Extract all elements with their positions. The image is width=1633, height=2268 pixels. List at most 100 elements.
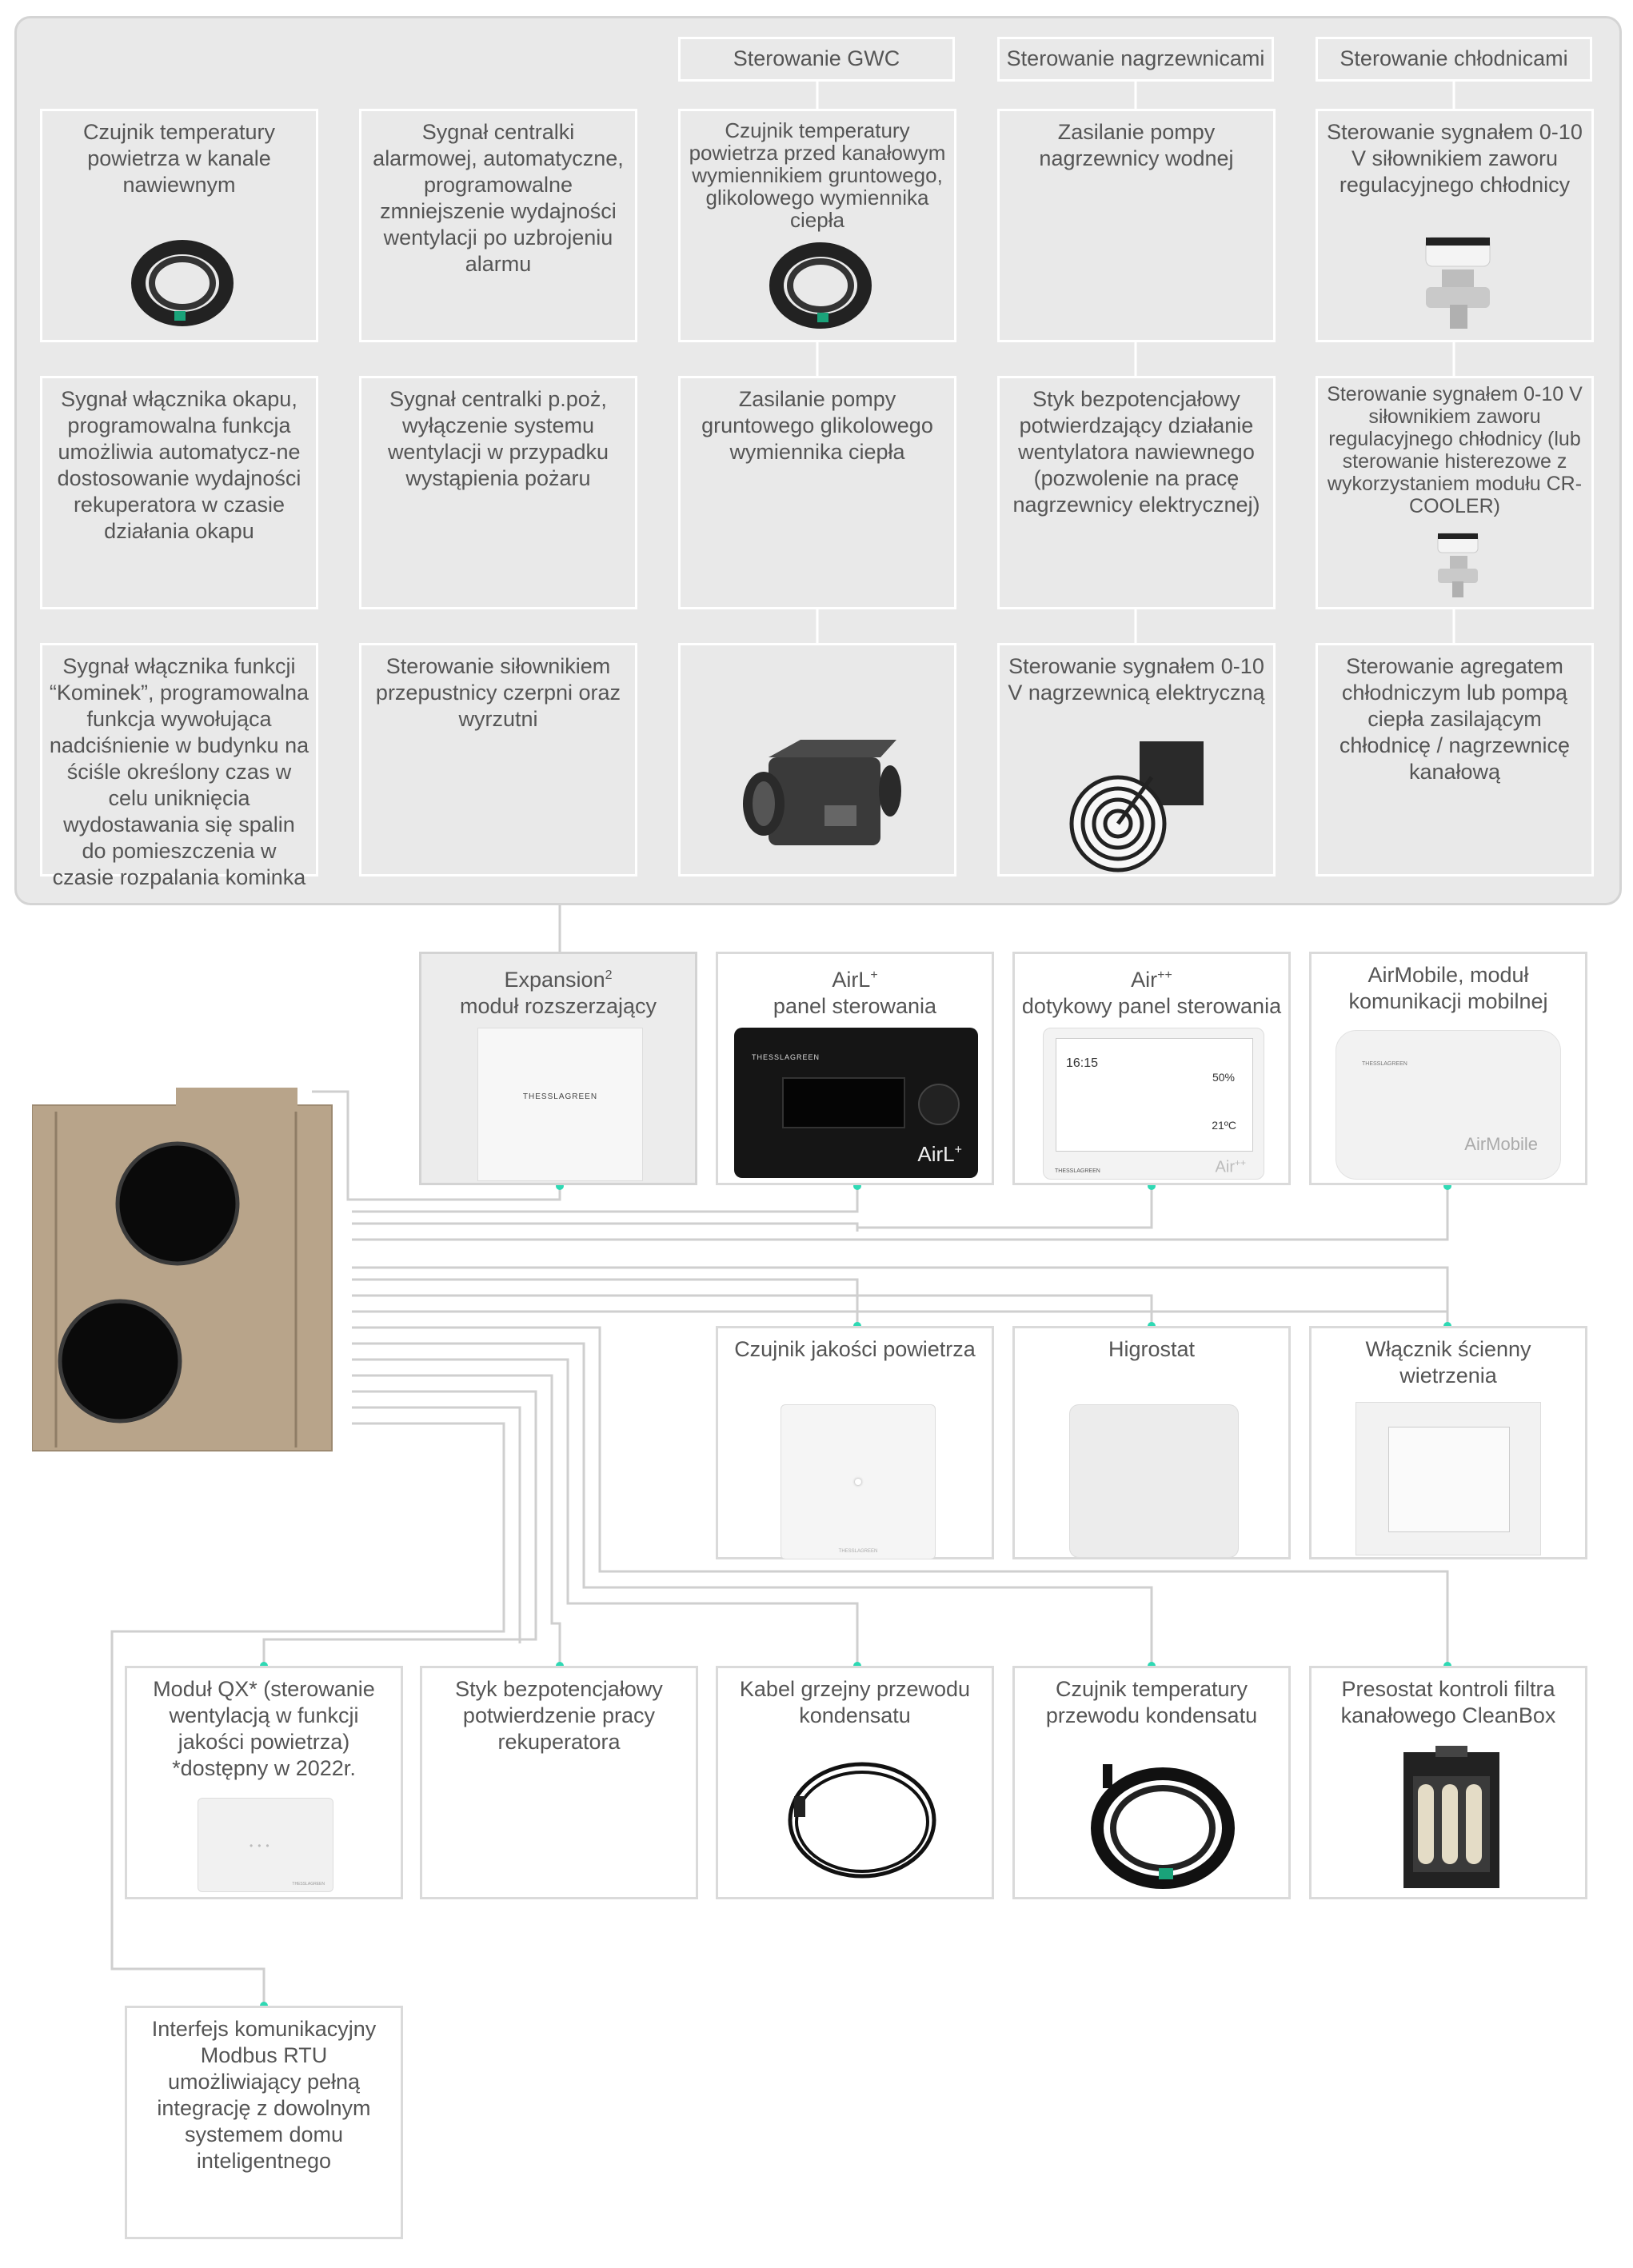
- air-quality-device-image: THESSLAGREEN: [781, 1404, 936, 1559]
- airpp-label-sup: ++: [1234, 1157, 1246, 1169]
- air-quality-brand: THESSLAGREEN: [838, 1549, 878, 1554]
- box-alarm-signal: Sygnał centralki alarmowej, automatyczne…: [359, 109, 637, 342]
- airmobile-title: AirMobile, moduł komunikacji mobilnej: [1348, 963, 1548, 1013]
- box-cooler-valve: Sterowanie sygnałem 0-10 V siłownikiem z…: [1316, 109, 1594, 342]
- box-gwc-temp-sensor: Czujnik temperatury powietrza przed kana…: [678, 109, 956, 342]
- electric-heater-icon: [1069, 741, 1204, 872]
- airpp-label-text: Air: [1215, 1159, 1235, 1176]
- header-coolers: Sterowanie chłodnicami: [1316, 37, 1592, 82]
- box-hygrostat: Higrostat: [1012, 1326, 1291, 1559]
- box-airl-panel: AirL+panel sterowania THESSLAGREEN AirL+: [716, 952, 994, 1185]
- heat-cable-title: Kabel grzejny przewodu kondensatu: [739, 1677, 971, 1727]
- airl-label-text: AirL: [917, 1142, 955, 1166]
- recuperator-unit-icon: [32, 1088, 333, 1451]
- box-label: Sterowanie agregatem chłodniczym lub pom…: [1339, 654, 1571, 784]
- airl-name: AirL: [832, 968, 871, 992]
- airmobile-device-image: THESSLAGREEN AirMobile: [1336, 1030, 1561, 1180]
- airpp-time: 16:15: [1066, 1056, 1099, 1070]
- box-potential-free-contact: Styk bezpotencjałowy potwierdzający dzia…: [997, 376, 1276, 609]
- wall-switch-title: Włącznik ścienny wietrzenia: [1365, 1337, 1531, 1388]
- box-operation-contact: Styk bezpotencjałowy potwierdzenie pracy…: [420, 1666, 698, 1899]
- box-airmobile: AirMobile, moduł komunikacji mobilnej TH…: [1309, 952, 1587, 1185]
- expansion-brand: THESSLAGREEN: [522, 1092, 598, 1101]
- airl-label-sup: +: [954, 1143, 962, 1157]
- qx-indicator-dots: •••: [250, 1840, 274, 1851]
- cond-sensor-title: Czujnik temperatury przewodu kondensatu: [1045, 1677, 1258, 1727]
- expansion-name: Expansion: [504, 968, 605, 992]
- qx-brand: THESSLAGREEN: [292, 1882, 325, 1887]
- airpp-temperature: 21ºC: [1212, 1119, 1236, 1132]
- cable-coil-icon: [131, 240, 234, 326]
- cleanbox-filter-icon: [1403, 1746, 1499, 1888]
- airpp-brand: THESSLAGREEN: [1055, 1168, 1100, 1174]
- box-label: Sterowanie sygnałem 0-10 V siłownikiem z…: [1327, 383, 1583, 517]
- box-ground-pump: Zasilanie pompy gruntowego glikolowego w…: [678, 376, 956, 609]
- box-water-heater-pump: Zasilanie pompy nagrzewnicy wodnej: [997, 109, 1276, 342]
- airl-title: AirL+panel sterowania: [725, 962, 985, 1020]
- box-label: Sterowanie siłownikiem przepustnicy czer…: [375, 654, 621, 731]
- box-condensate-temp-sensor: Czujnik temperatury przewodu kondensatu: [1012, 1666, 1291, 1899]
- airpp-device-image: 16:15 50% 21ºC THESSLAGREEN Air++: [1043, 1028, 1264, 1180]
- airl-label: AirL+: [917, 1142, 962, 1167]
- valve-actuator-icon: [1425, 237, 1491, 329]
- box-label: Sygnał centralki alarmowej, automatyczne…: [373, 120, 624, 276]
- hygrostat-device-image: [1069, 1404, 1239, 1558]
- header-gwc: Sterowanie GWC: [678, 37, 955, 82]
- box-qx-module: Moduł QX* (sterowanie wentylacją w funkc…: [125, 1666, 403, 1899]
- box-label: Czujnik temperatury powietrza przed kana…: [689, 118, 946, 232]
- box-chiller: Sterowanie agregatem chłodniczym lub pom…: [1316, 643, 1594, 876]
- header-gwc-label: Sterowanie GWC: [733, 46, 900, 70]
- box-air-quality-sensor: Czujnik jakości powietrza THESSLAGREEN: [716, 1326, 994, 1559]
- contact-title: Styk bezpotencjałowy potwierdzenie pracy…: [455, 1677, 663, 1754]
- box-electric-heater: Sterowanie sygnałem 0-10 V nagrzewnicą e…: [997, 643, 1276, 876]
- expansion-title: Expansion2 moduł rozszerzający: [428, 962, 689, 1020]
- airl-sup: +: [870, 968, 878, 982]
- airpp-percent: 50%: [1212, 1071, 1235, 1084]
- duct-fan-icon: [743, 740, 901, 845]
- box-fire-alarm: Sygnał centralki p.poż, wyłączenie syste…: [359, 376, 637, 609]
- box-damper-actuator: Sterowanie siłownikiem przepustnicy czer…: [359, 643, 637, 876]
- airpp-screen: 16:15 50% 21ºC: [1056, 1038, 1253, 1152]
- qx-title: Moduł QX* (sterowanie wentylacją w funkc…: [153, 1677, 375, 1780]
- box-modbus-interface: Interfejs komunikacyjny Modbus RTU umożl…: [125, 2006, 403, 2239]
- led-dot: [855, 1479, 861, 1485]
- airpp-title: Air++dotykowy panel sterowania: [1021, 962, 1282, 1020]
- valve-actuator-icon: [1437, 533, 1479, 597]
- expansion-desc: moduł rozszerzający: [459, 994, 657, 1018]
- box-label: Sygnał włącznika funkcji “Kominek”, prog…: [49, 654, 309, 889]
- box-label: Zasilanie pompy nagrzewnicy wodnej: [1039, 120, 1234, 170]
- airl-device-image: THESSLAGREEN AirL+: [734, 1028, 978, 1178]
- box-label: Zasilanie pompy gruntowego glikolowego w…: [701, 387, 933, 464]
- header-heaters-label: Sterowanie nagrzewnicami: [1006, 46, 1265, 70]
- wall-switch-device-image: [1356, 1402, 1541, 1555]
- box-label: Sygnał włącznika okapu, programowalna fu…: [57, 387, 301, 543]
- box-cooler-valve-hysteresis: Sterowanie sygnałem 0-10 V siłownikiem z…: [1316, 376, 1594, 609]
- box-airpp-panel: Air++dotykowy panel sterowania 16:15 50%…: [1012, 952, 1291, 1185]
- box-presostat: Presostat kontroli filtra kanałowego Cle…: [1309, 1666, 1587, 1899]
- presostat-title: Presostat kontroli filtra kanałowego Cle…: [1340, 1677, 1556, 1727]
- airmobile-label: AirMobile: [1464, 1134, 1538, 1154]
- airpp-label: Air++: [1216, 1157, 1246, 1177]
- airpp-desc: dotykowy panel sterowania: [1021, 994, 1282, 1018]
- airl-brand: THESSLAGREEN: [752, 1053, 820, 1061]
- box-label: Czujnik temperatury powietrza w kanale n…: [82, 120, 276, 197]
- airpp-sup: ++: [1157, 968, 1172, 982]
- box-label: Sterowanie sygnałem 0-10 V nagrzewnicą e…: [1008, 654, 1265, 705]
- expansion-device-image: THESSLAGREEN: [477, 1028, 643, 1181]
- wall-switch-rocker: [1388, 1427, 1510, 1532]
- box-duct-fan: [678, 643, 956, 876]
- box-hood-switch: Sygnał włącznika okapu, programowalna fu…: [40, 376, 318, 609]
- box-label: Sygnał centralki p.poż, wyłączenie syste…: [387, 387, 609, 490]
- header-heaters: Sterowanie nagrzewnicami: [997, 37, 1274, 82]
- airmobile-brand: THESSLAGREEN: [1362, 1061, 1407, 1067]
- air-quality-title: Czujnik jakości powietrza: [734, 1337, 976, 1361]
- hygrostat-title: Higrostat: [1108, 1337, 1196, 1361]
- modbus-title: Interfejs komunikacyjny Modbus RTU umożl…: [151, 2017, 377, 2173]
- airl-screen: [782, 1077, 905, 1128]
- airl-knob: [918, 1084, 960, 1125]
- box-label: Styk bezpotencjałowy potwierdzający dzia…: [1012, 387, 1260, 517]
- box-supply-temp-sensor: Czujnik temperatury powietrza w kanale n…: [40, 109, 318, 342]
- expansion-sup: 2: [605, 968, 613, 982]
- heating-cable-icon: [788, 1762, 936, 1879]
